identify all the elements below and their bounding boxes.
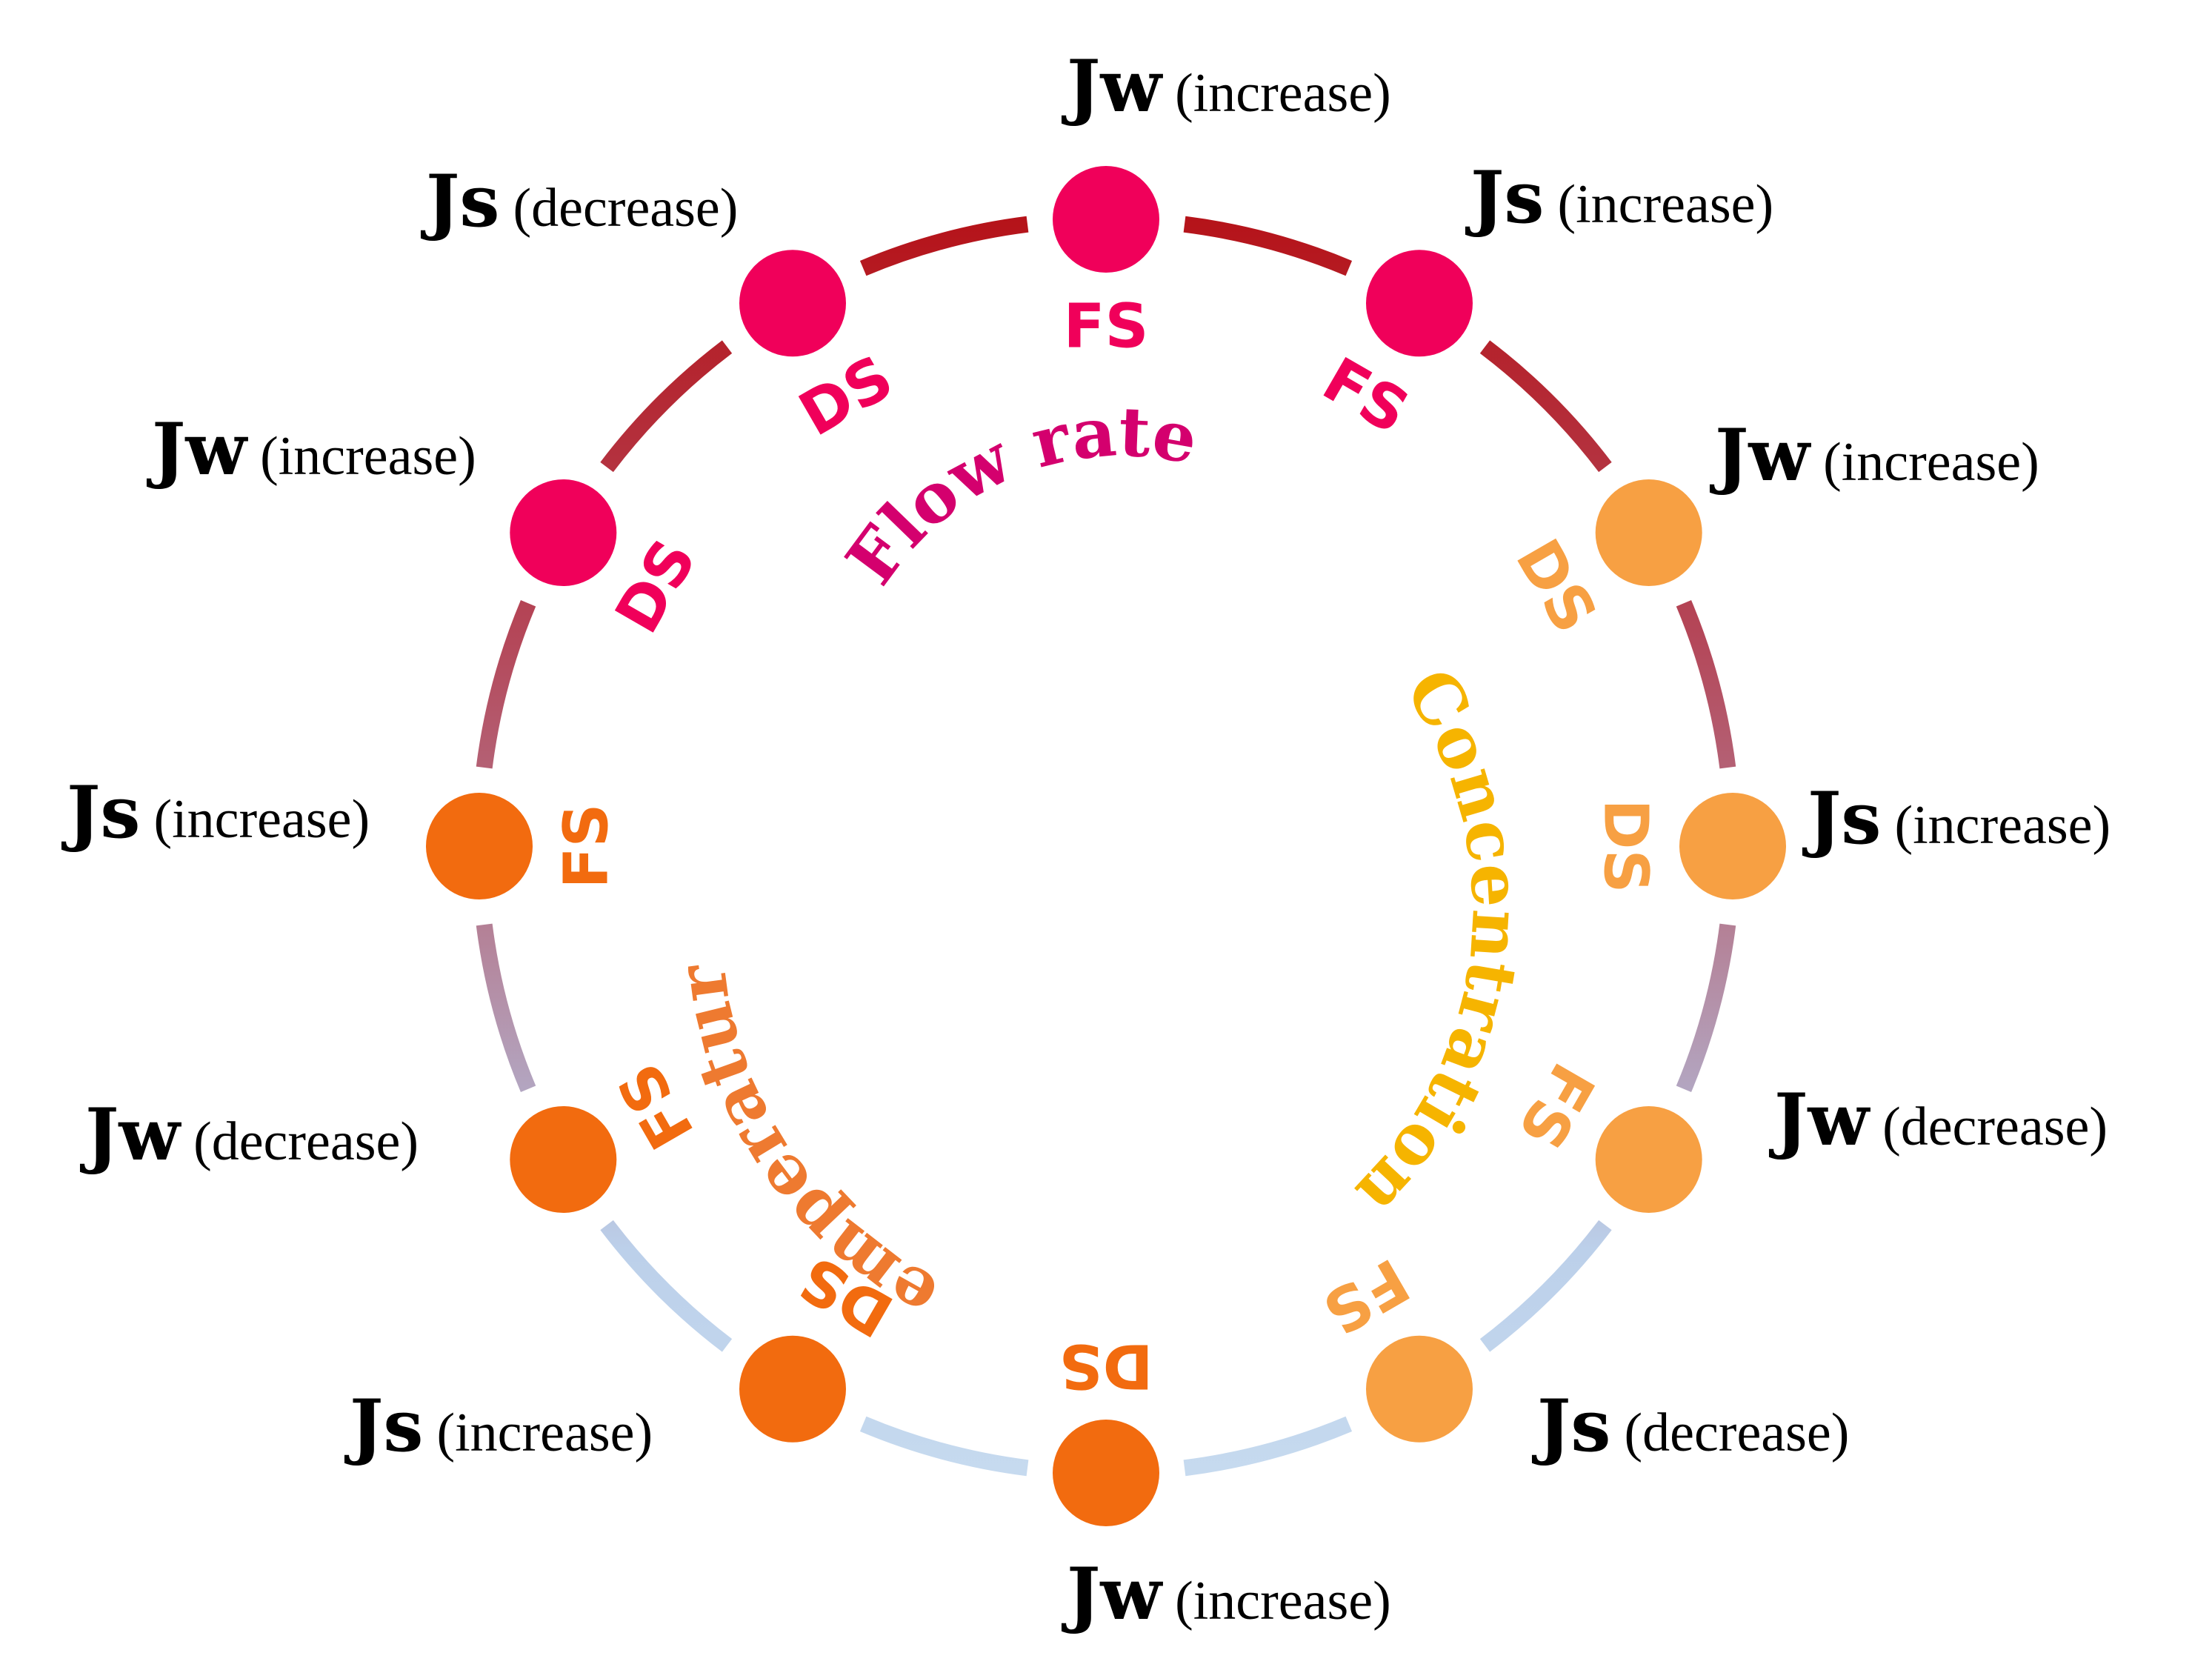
flux-symbol: Js — [1465, 156, 1544, 239]
node-dot — [1053, 1420, 1159, 1526]
node-layer: FSJw(increase)FSJs(increase)DSJw(increas… — [61, 44, 2111, 1636]
flux-direction: (decrease) — [193, 1111, 419, 1172]
node-dot — [1679, 793, 1786, 899]
side-label: DS — [1590, 799, 1661, 893]
flux-direction: (decrease) — [513, 178, 738, 239]
node-dot — [426, 793, 533, 899]
flux-label: Js(increase) — [61, 771, 370, 854]
node-dot — [510, 1106, 617, 1213]
ring-segment — [600, 1220, 733, 1352]
side-label: DS — [788, 342, 905, 450]
node-dot — [739, 1335, 846, 1443]
node-dot — [1366, 250, 1473, 357]
flux-symbol: Jw — [146, 407, 248, 491]
ring-segment — [476, 923, 536, 1093]
ring-segment — [1676, 599, 1736, 769]
flux-direction: (increase) — [1823, 432, 2039, 493]
flux-direction: (decrease) — [1882, 1097, 2108, 1157]
flux-direction: (increase) — [1894, 795, 2111, 856]
ring-segment — [476, 599, 536, 769]
flux-label: Jw(decrease) — [79, 1093, 419, 1177]
node-dot — [510, 479, 617, 586]
flux-label: Js(increase) — [1465, 156, 1773, 239]
flux-symbol: Js — [1531, 1384, 1610, 1468]
side-label: FS — [1063, 291, 1148, 362]
ring-segment — [1183, 216, 1353, 276]
flow-rate-label: Flow rate — [830, 391, 1203, 599]
ring-node: FS Jw(increase) — [1053, 44, 1391, 362]
flux-symbol: Jw — [1061, 1552, 1163, 1636]
node-dot — [1595, 479, 1702, 586]
concentration-label: Concentration — [1342, 655, 1537, 1233]
flux-label: Jw(increase) — [1061, 1552, 1391, 1636]
ring-segment — [859, 1416, 1029, 1477]
flux-label: Js(increase) — [1802, 776, 2111, 860]
side-label: DS — [1502, 528, 1610, 645]
node-dot — [739, 250, 846, 357]
side-label: FS — [551, 803, 622, 888]
flux-label: Jw(increase) — [1709, 413, 2039, 497]
flux-symbol: Js — [1802, 776, 1881, 860]
ring-segment — [1676, 923, 1736, 1093]
flux-symbol: Jw — [1768, 1078, 1870, 1162]
flux-label: Jw(decrease) — [1768, 1078, 2108, 1162]
flux-symbol: Jw — [79, 1093, 181, 1177]
side-label: DS — [1059, 1331, 1153, 1401]
ring — [476, 216, 1736, 1477]
flux-symbol: Jw — [1709, 413, 1811, 497]
flux-label: Js(decrease) — [1531, 1384, 1849, 1468]
flux-direction: (decrease) — [1624, 1403, 1849, 1463]
side-label: FS — [1311, 1244, 1420, 1348]
flux-direction: (increase) — [260, 426, 476, 487]
ring-segment — [1479, 340, 1612, 473]
ring-node: FS Js(decrease) — [1311, 1244, 1849, 1468]
flux-symbol: Jw — [1061, 44, 1163, 128]
ring-segment — [859, 216, 1029, 276]
flux-symbol: Js — [61, 771, 140, 854]
flux-label: Jw(increase) — [146, 407, 476, 491]
node-dot — [1595, 1106, 1702, 1213]
flux-symbol: Js — [420, 159, 499, 243]
flux-direction: (increase) — [436, 1403, 653, 1463]
ring-node: DS Js(increase) — [1590, 776, 2111, 899]
ring-segment — [1183, 1416, 1353, 1477]
flux-symbol: Js — [344, 1384, 423, 1468]
side-label: FS — [1311, 345, 1420, 448]
side-label: DS — [602, 528, 710, 645]
ring-node: DS Jw(increase) — [1053, 1331, 1391, 1636]
ring-node: FS Jw(decrease) — [1504, 1051, 2108, 1213]
ring-segment — [600, 340, 733, 473]
flux-label: Js(increase) — [344, 1384, 653, 1468]
node-dot — [1053, 166, 1159, 273]
flux-direction: (increase) — [153, 789, 370, 850]
flux-label: Jw(increase) — [1061, 44, 1391, 128]
flux-direction: (increase) — [1557, 174, 1773, 235]
side-label: FS — [1504, 1051, 1608, 1160]
node-dot — [1366, 1335, 1473, 1443]
ring-node: FS Js(increase) — [61, 771, 622, 899]
flux-direction: (increase) — [1175, 1571, 1391, 1631]
ring-segment — [1479, 1220, 1612, 1352]
flux-direction: (increase) — [1175, 63, 1391, 124]
flux-label: Js(decrease) — [420, 159, 738, 243]
